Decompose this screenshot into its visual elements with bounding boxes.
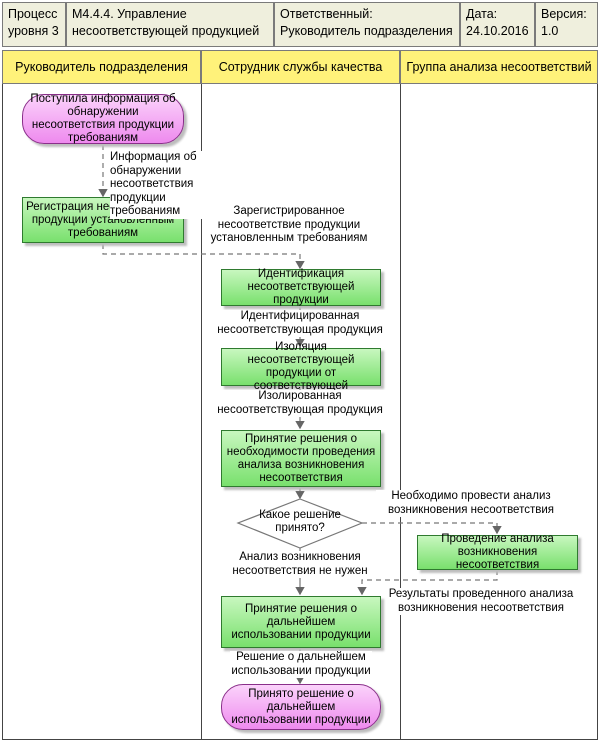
start-terminal: Поступила информация об обнаружении несо…: [22, 93, 184, 144]
version-label: Версия:: [541, 7, 587, 21]
flow-label-isolated: Изолированная несоответствующая продукци…: [212, 390, 388, 417]
identify-process: Идентификация несоответствующей продукци…: [221, 268, 381, 306]
decision-diamond: [236, 498, 364, 549]
responsible-label: Ответственный:: [280, 7, 373, 21]
lane-title: Группа анализа несоответствий: [406, 60, 592, 74]
flow-register-identify: [102, 244, 305, 270]
flow-label-no-analysis: Анализ возникновения несоответствия не н…: [226, 551, 374, 578]
responsible-value: Руководитель подразделения: [280, 24, 453, 38]
flow-decision-analysis: [362, 522, 502, 535]
responsible-cell: Ответственный: Руководитель подразделени…: [274, 2, 460, 47]
analysis-process: Проведение анализа возникновения несоотв…: [417, 533, 578, 571]
end-terminal: Принято решение о дальнейшем использован…: [221, 684, 381, 730]
date-value: 24.10.2016: [466, 24, 529, 38]
version-value: 1.0: [541, 24, 559, 38]
decide-usage-process: Принятие решения о дальнейшем использова…: [221, 596, 381, 648]
lane-title: Сотрудник службы качества: [218, 60, 383, 74]
process-title-cell: М4.4.4. Управление несоответствующей про…: [66, 2, 274, 47]
isolate-process: Изоляция несоответствующей продукции от …: [221, 341, 381, 392]
flow-label-usage-decision: Решение о дальнейшем использовании проду…: [230, 651, 372, 678]
flow-label-need-analysis: Необходимо провести анализ возникновения…: [376, 490, 566, 517]
date-cell: Дата: 24.10.2016: [460, 2, 535, 47]
decide-analysis-process: Принятие решения о необходимости проведе…: [221, 430, 381, 487]
lane-title: Руководитель подразделения: [15, 60, 188, 74]
lane-body-analysis-group: [400, 84, 598, 740]
date-label: Дата:: [466, 7, 498, 21]
lane-header-analysis-group: Группа анализа несоответствий: [400, 50, 598, 84]
flow-label-registered: Зарегистрированное несоответствие продук…: [205, 205, 373, 246]
flow-analysis-usage: [357, 570, 498, 596]
flow-label-identified: Идентифицированная несоответствующая про…: [212, 310, 388, 337]
flow-label-analysis-results: Результаты проведенного анализа возникно…: [386, 588, 576, 615]
lane-header-manager: Руководитель подразделения: [2, 50, 201, 84]
decision-text: Какое решение принято?: [259, 509, 341, 534]
version-cell: Версия: 1.0: [535, 2, 598, 47]
lane-header-quality: Сотрудник службы качества: [201, 50, 400, 84]
process-level-cell: Процесс уровня 3: [2, 2, 66, 47]
